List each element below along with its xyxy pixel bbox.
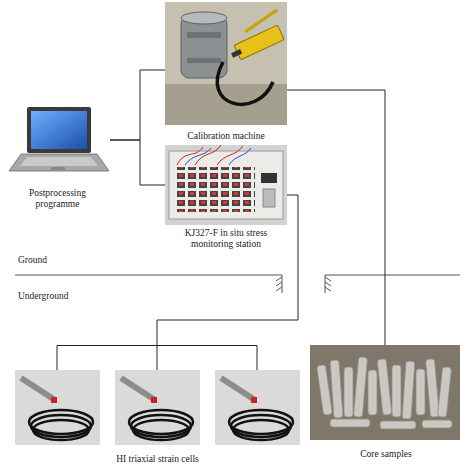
- node-label: HI triaxial strain cells: [116, 454, 199, 465]
- photo-node: Postprocessing programme: [5, 105, 110, 210]
- connector-line: [287, 90, 385, 345]
- calibration-machine-photo: [165, 2, 287, 125]
- strain-cell-photo: [15, 370, 100, 445]
- node-label: Postprocessing programme: [18, 188, 98, 210]
- ground-line: [15, 275, 460, 293]
- connector-line: [157, 195, 298, 345]
- cell-wires: [57, 346, 257, 371]
- photo-node: KJ327-F in situ stress monitoring statio…: [165, 145, 287, 250]
- connector-line: [110, 70, 165, 140]
- connector-line: [110, 140, 165, 185]
- node-label: KJ327-F in situ stress monitoring statio…: [174, 228, 279, 250]
- monitoring-station-photo: [165, 145, 287, 225]
- node-label: Calibration machine: [187, 131, 264, 142]
- connector-layer: [110, 70, 385, 345]
- laptop-picture: [9, 107, 109, 171]
- level-label: Ground: [18, 255, 47, 266]
- strain-cell-photo: [215, 370, 300, 445]
- node-label: Core samples: [360, 449, 411, 460]
- level-label: Underground: [18, 291, 68, 302]
- core-samples-photo: [310, 345, 460, 440]
- photo-node: Calibration machine: [165, 2, 287, 142]
- photo-node: Core samples: [310, 345, 462, 460]
- strain-cell-photo: [115, 370, 200, 445]
- photo-node: HI triaxial strain cells: [10, 345, 305, 465]
